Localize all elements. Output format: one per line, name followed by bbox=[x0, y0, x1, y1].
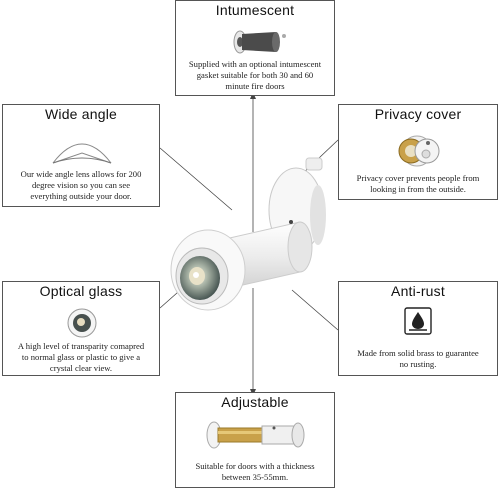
angle-arc-icon bbox=[52, 143, 112, 164]
feature-desc-adjustable: Suitable for doors with a thickness betw… bbox=[195, 461, 315, 482]
adjustable-viewer-icon bbox=[206, 421, 305, 449]
feature-title-adjustable: Adjustable bbox=[221, 394, 289, 410]
feature-card-anti-rust: Anti-rust Made from solid brass to guara… bbox=[338, 281, 498, 376]
feature-desc-privacy-cover: Privacy cover prevents people from looki… bbox=[356, 173, 480, 194]
feature-title-optical-glass: Optical glass bbox=[39, 283, 123, 299]
feature-card-privacy-cover: Privacy cover Privacy cover prevents peo… bbox=[338, 104, 498, 200]
feature-title-privacy-cover: Privacy cover bbox=[374, 106, 462, 122]
connector-wide-angle bbox=[159, 147, 233, 211]
feature-title-anti-rust: Anti-rust bbox=[391, 283, 445, 299]
feature-desc-optical-glass: A high level of transparity comapred to … bbox=[17, 341, 145, 373]
feature-card-optical-glass: Optical glass A high level of transparit… bbox=[2, 281, 160, 376]
lens-icon bbox=[67, 308, 97, 338]
anti-rust-icon bbox=[404, 307, 432, 335]
connector-anti-rust bbox=[291, 289, 339, 331]
feature-card-wide-angle: Wide angle Our wide angle lens allows fo… bbox=[2, 104, 160, 207]
feature-card-intumescent: Intumescent Supplied with an optional in… bbox=[175, 0, 335, 96]
feature-desc-intumescent: Supplied with an optional intumescent ga… bbox=[188, 59, 322, 91]
feature-card-adjustable: Adjustable Suitable for doors with a thi… bbox=[175, 392, 335, 488]
feature-desc-anti-rust: Made from solid brass to guarantee no ru… bbox=[357, 348, 479, 369]
feature-title-intumescent: Intumescent bbox=[215, 2, 295, 18]
feature-desc-wide-angle: Our wide angle lens allows for 200 degre… bbox=[20, 169, 142, 201]
gasket-icon bbox=[233, 30, 286, 54]
privacy-cover-icon bbox=[398, 135, 440, 167]
feature-title-wide-angle: Wide angle bbox=[44, 106, 118, 122]
